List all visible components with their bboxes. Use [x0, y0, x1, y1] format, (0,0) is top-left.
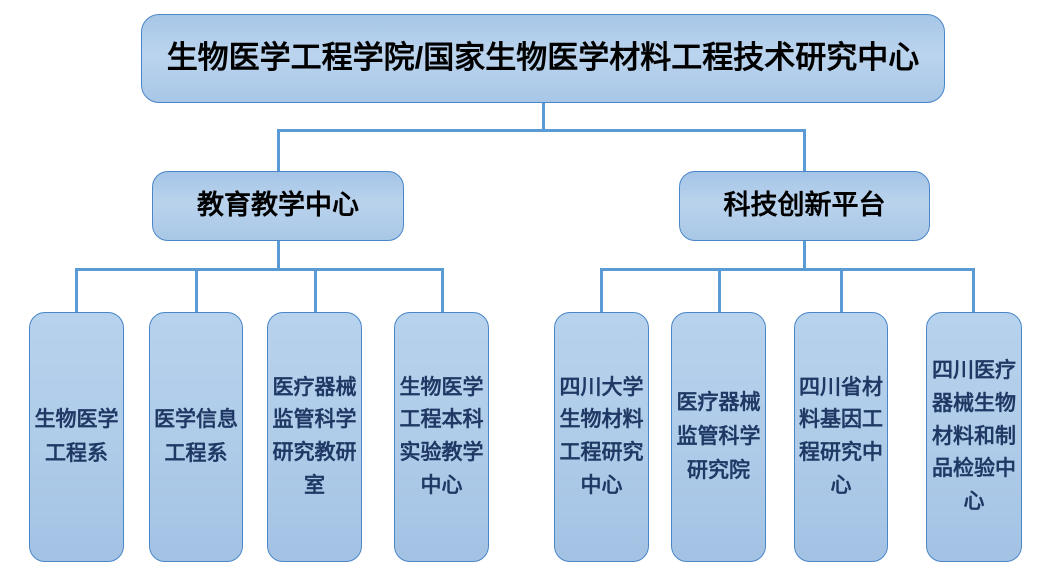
connector-root-stem [542, 103, 545, 131]
org-node-branch-1-child-3-label: 医疗器械监管科学研究教研室 [272, 375, 357, 497]
org-node-branch-2-child-3[interactable]: 四川省材料基因工程研究中心 [794, 312, 888, 562]
org-node-root[interactable]: 生物医学工程学院/国家生物医学材料工程技术研究中心 [141, 14, 945, 103]
org-node-branch-1-child-1[interactable]: 生物医学工程系 [29, 312, 124, 562]
org-node-branch-2-child-4[interactable]: 四川医疗器械生物材料和制品检验中心 [926, 312, 1022, 562]
connector-branch-2-leaf-3 [840, 268, 843, 313]
org-node-branch-2-child-1[interactable]: 四川大学生物材料工程研究中心 [554, 312, 649, 562]
connector-branch-1-stem [277, 241, 280, 270]
connector-branch-2-leaf-1 [600, 268, 603, 313]
connector-branch-1-bar [75, 268, 444, 271]
org-node-branch-2[interactable]: 科技创新平台 [679, 171, 930, 241]
org-node-branch-2-child-2-label: 医疗器械监管科学研究院 [676, 390, 761, 482]
org-node-branch-2-label: 科技创新平台 [723, 190, 886, 221]
connector-branch-1-leaf-1 [75, 268, 78, 313]
org-node-root-label: 生物医学工程学院/国家生物医学材料工程技术研究中心 [166, 40, 920, 76]
org-node-branch-2-child-3-label: 四川省材料基因工程研究中心 [799, 375, 883, 497]
connector-branch-1-leaf-3 [314, 268, 317, 313]
org-node-branch-2-child-2[interactable]: 医疗器械监管科学研究院 [671, 312, 766, 562]
connector-to-branch-1 [277, 129, 280, 171]
org-node-branch-1-child-3[interactable]: 医疗器械监管科学研究教研室 [267, 312, 362, 562]
connector-branch-1-leaf-2 [195, 268, 198, 313]
connector-branch-2-leaf-2 [718, 268, 721, 313]
org-node-branch-1-child-2-label: 医学信息工程系 [154, 407, 238, 465]
connector-branch-1-leaf-4 [441, 268, 444, 313]
connector-branch-2-stem [803, 241, 806, 270]
org-node-branch-1-child-4-label: 生物医学工程本科实验教学中心 [399, 375, 484, 497]
org-node-branch-1-child-1-label: 生物医学工程系 [34, 407, 119, 465]
connector-branch-2-bar [600, 268, 975, 271]
org-node-branch-1-child-2[interactable]: 医学信息工程系 [149, 312, 243, 562]
org-node-branch-2-child-4-label: 四川医疗器械生物材料和制品检验中心 [932, 359, 1016, 514]
org-node-branch-1[interactable]: 教育教学中心 [152, 171, 404, 241]
org-node-branch-1-child-4[interactable]: 生物医学工程本科实验教学中心 [394, 312, 489, 562]
connector-root-bar [277, 129, 805, 132]
connector-to-branch-2 [803, 129, 806, 171]
connector-branch-2-leaf-4 [972, 268, 975, 313]
org-node-branch-2-child-1-label: 四川大学生物材料工程研究中心 [559, 375, 644, 497]
org-node-branch-1-label: 教育教学中心 [197, 190, 359, 221]
